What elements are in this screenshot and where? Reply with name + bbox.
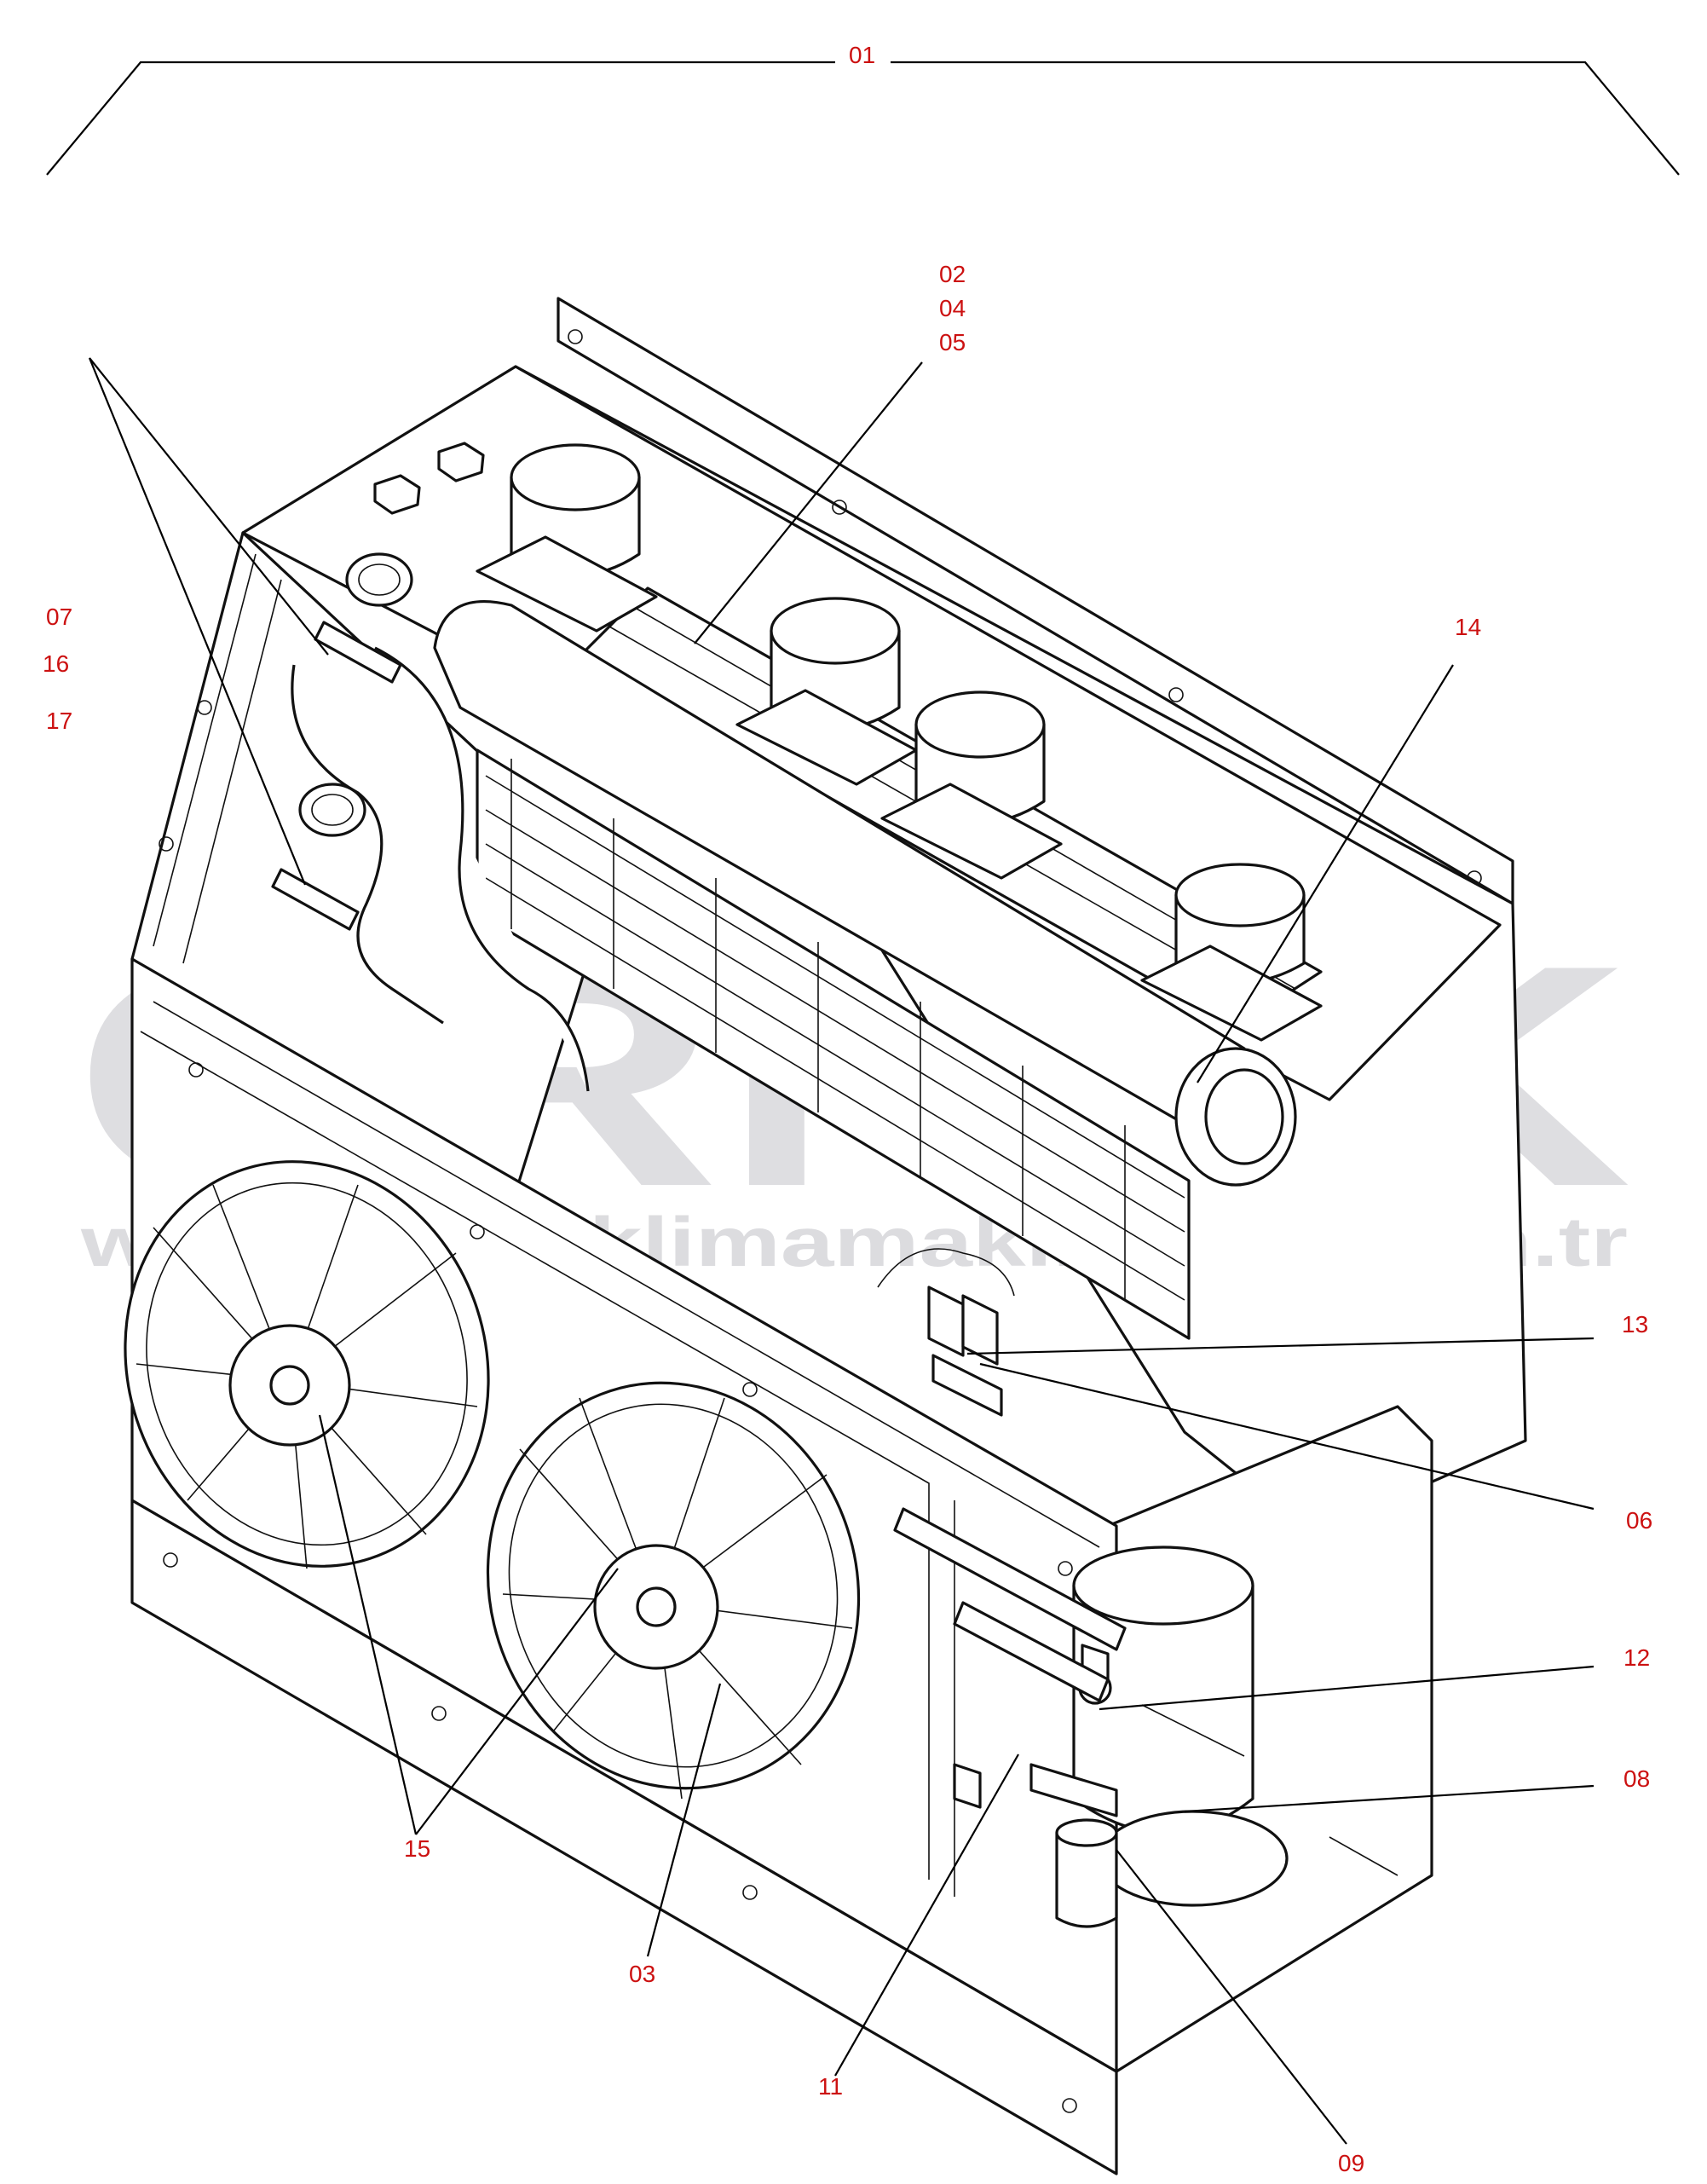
callout-16: 16 bbox=[43, 650, 69, 677]
blower-end-inlet bbox=[1174, 1047, 1297, 1187]
callout-03: 03 bbox=[629, 1961, 655, 1987]
condenser-fan-left bbox=[124, 1160, 490, 1569]
leader-03 bbox=[646, 1683, 722, 1957]
callout-05: 05 bbox=[939, 329, 966, 355]
blower-outlet-2 bbox=[735, 597, 918, 786]
leader-12 bbox=[1099, 1665, 1595, 1711]
receiver-drier bbox=[1029, 1763, 1118, 1928]
top-nuts bbox=[373, 442, 485, 515]
leader-02-04-05 bbox=[694, 361, 923, 644]
leader-13 bbox=[966, 1337, 1595, 1355]
callout-11: 11 bbox=[818, 2073, 843, 2100]
blower-outlet-3 bbox=[880, 690, 1063, 880]
callout-14: 14 bbox=[1455, 614, 1481, 640]
leader-15-b bbox=[415, 1568, 619, 1835]
blower-assembly bbox=[373, 442, 1323, 1187]
leader-09 bbox=[1116, 1849, 1347, 2145]
callout-12: 12 bbox=[1623, 1644, 1650, 1671]
callout-01: 01 bbox=[849, 42, 875, 68]
pipe-brackets bbox=[893, 1507, 1127, 1809]
callout-02: 02 bbox=[939, 261, 966, 287]
callout-09: 09 bbox=[1338, 2150, 1364, 2176]
pressure-switches bbox=[877, 1248, 1015, 1417]
callout-07: 07 bbox=[46, 604, 72, 630]
leader-11 bbox=[834, 1754, 1019, 2077]
refrigerant-piping-left bbox=[271, 552, 590, 1092]
leader-lines bbox=[46, 61, 1680, 2145]
leader-14 bbox=[1197, 664, 1454, 1083]
leader-08 bbox=[1184, 1784, 1595, 1813]
callout-06: 06 bbox=[1626, 1507, 1652, 1534]
callout-08: 08 bbox=[1623, 1765, 1650, 1792]
leader-15-a bbox=[318, 1414, 418, 1835]
leader-01-bracket bbox=[46, 61, 1680, 176]
callout-13: 13 bbox=[1622, 1311, 1648, 1338]
callout-17: 17 bbox=[46, 708, 72, 734]
expansion-valve-coil-top bbox=[314, 552, 413, 684]
leader-07-16-17-b bbox=[88, 357, 307, 886]
callout-15: 15 bbox=[404, 1835, 430, 1862]
callout-labels: 01 02 04 05 07 16 17 14 13 06 12 08 15 0… bbox=[43, 42, 1652, 2176]
callout-04: 04 bbox=[939, 295, 966, 321]
blower-outlet-1 bbox=[476, 443, 658, 633]
expansion-valve-coil-bottom bbox=[271, 783, 366, 931]
leader-07-16-17-a bbox=[89, 357, 329, 656]
condenser-fan-right bbox=[486, 1381, 861, 1800]
leader-06 bbox=[979, 1362, 1595, 1511]
